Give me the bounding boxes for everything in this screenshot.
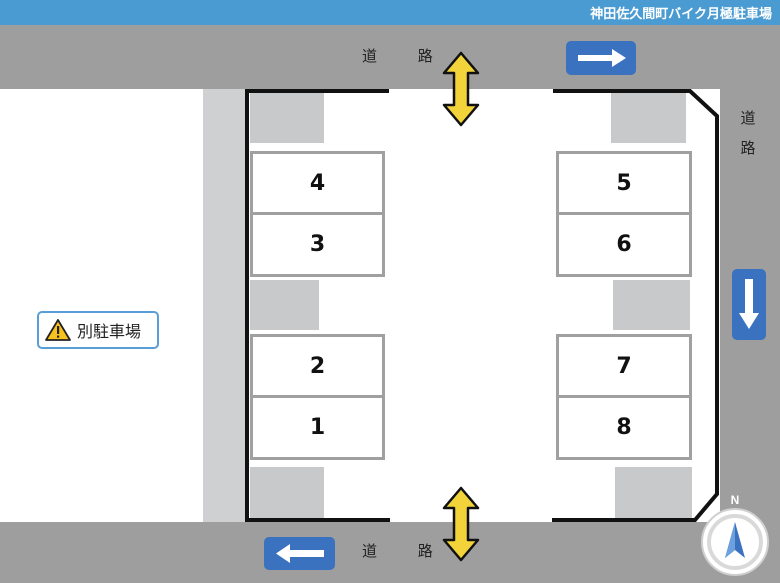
separate-parking-badge: 別駐車場 bbox=[37, 311, 159, 349]
entrance-bottom-arrow-icon bbox=[442, 486, 480, 562]
one-way-down-arrow bbox=[732, 269, 766, 340]
road-label-top: 道 路 bbox=[362, 47, 451, 65]
one-way-left-arrow bbox=[264, 537, 335, 570]
parking-slot-6[interactable]: 6 bbox=[556, 212, 692, 277]
empty-space bbox=[611, 93, 686, 143]
empty-space bbox=[613, 280, 690, 330]
arrow-left-icon bbox=[276, 544, 324, 563]
road-label-right: 道路 bbox=[740, 109, 756, 157]
warning-icon bbox=[45, 319, 71, 341]
compass-north-label: N bbox=[731, 493, 740, 507]
separate-parking-label: 別駐車場 bbox=[77, 322, 142, 341]
parking-slot-3[interactable]: 3 bbox=[250, 212, 385, 277]
road-top bbox=[0, 25, 780, 89]
empty-space bbox=[250, 467, 324, 519]
empty-space bbox=[615, 467, 692, 519]
parking-slot-7[interactable]: 7 bbox=[556, 334, 692, 399]
arrow-right-icon bbox=[578, 49, 626, 67]
road-bottom bbox=[0, 522, 780, 583]
header-bar: 神田佐久間町バイク月極駐車場 bbox=[0, 0, 780, 25]
page-title: 神田佐久間町バイク月極駐車場 bbox=[590, 7, 772, 22]
parking-slot-1[interactable]: 1 bbox=[250, 395, 385, 460]
entrance-top-arrow-icon bbox=[442, 51, 480, 127]
compass-icon: N bbox=[701, 493, 769, 576]
parking-slot-8[interactable]: 8 bbox=[556, 395, 692, 460]
one-way-right-arrow bbox=[566, 41, 636, 75]
parking-slot-4[interactable]: 4 bbox=[250, 151, 385, 216]
empty-space bbox=[250, 93, 324, 143]
empty-space bbox=[250, 280, 319, 330]
arrow-down-icon bbox=[739, 279, 759, 329]
sidewalk bbox=[203, 89, 246, 522]
road-label-bottom: 道 路 bbox=[362, 542, 451, 560]
